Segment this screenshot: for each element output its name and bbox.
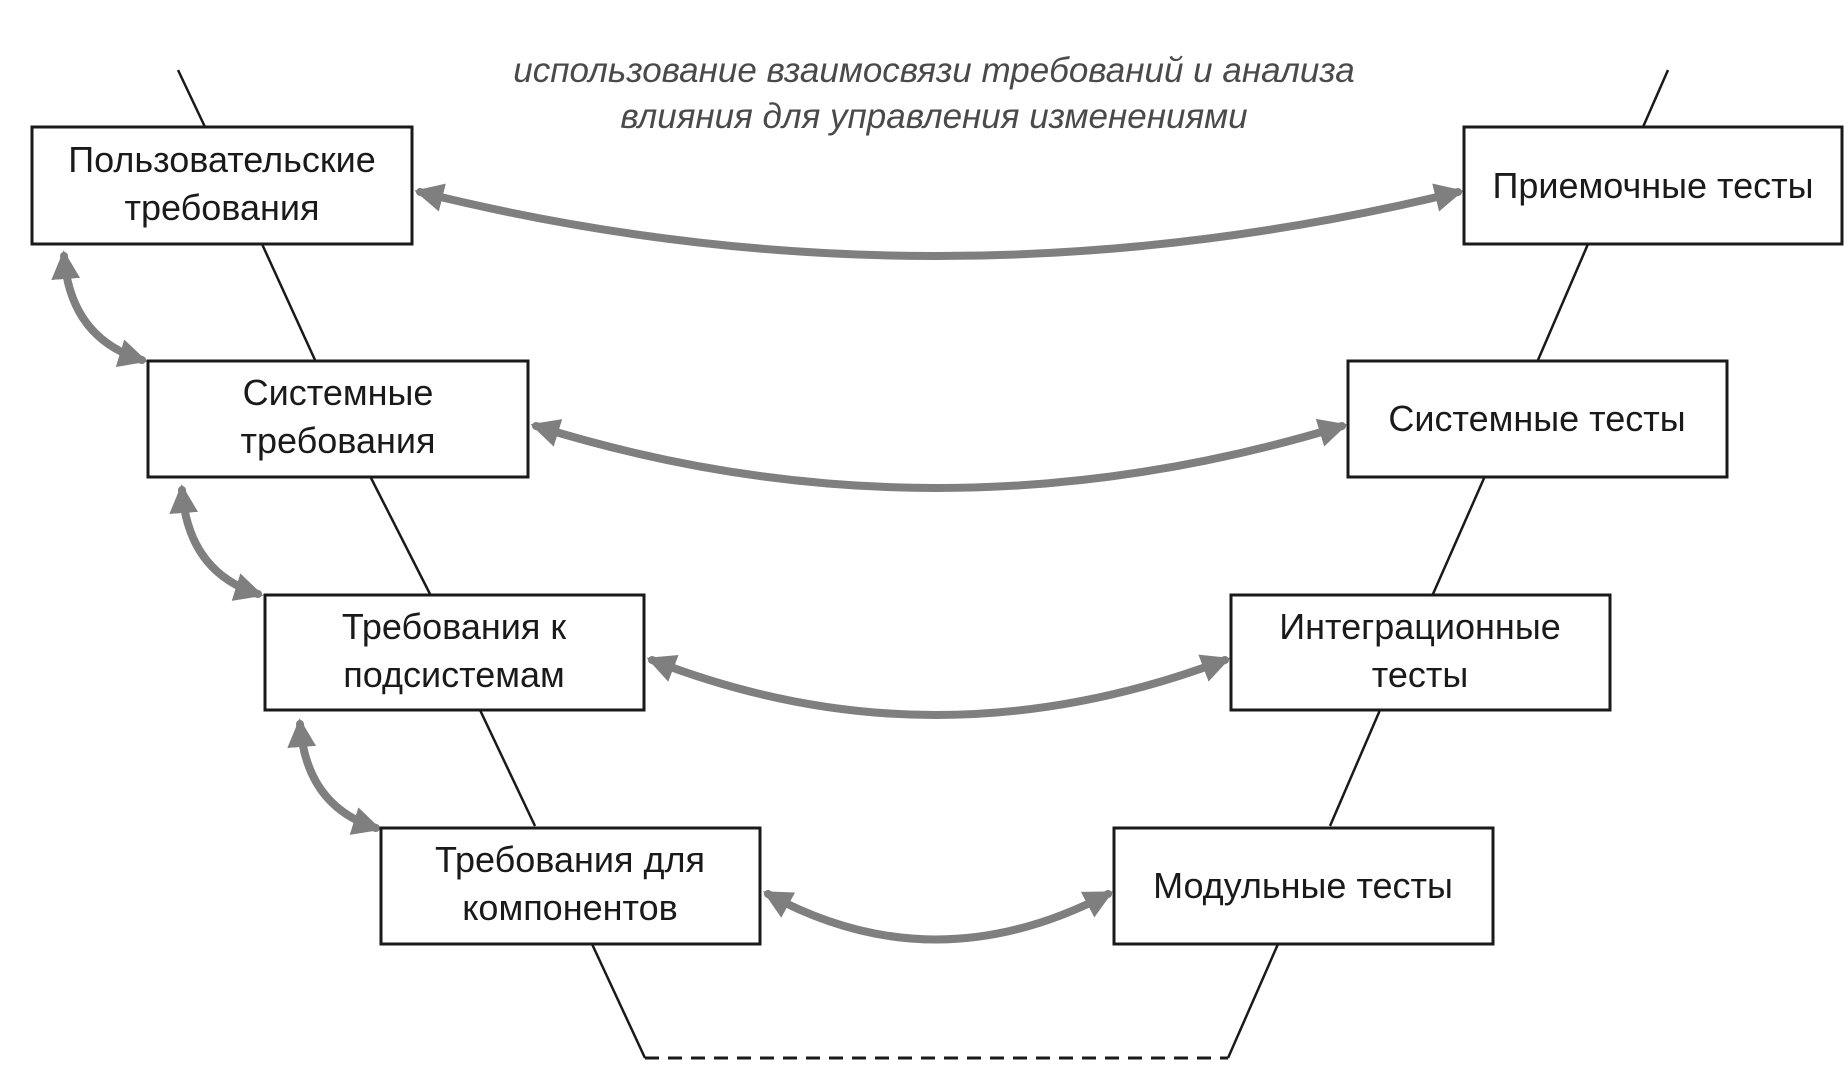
v-left-lines bbox=[176, 69, 647, 1059]
v-left-segment-2 bbox=[368, 475, 432, 595]
box-integration-tests: Интеграционные тесты bbox=[1229, 593, 1612, 712]
box-integration-tests-line1: Интеграционные bbox=[1279, 606, 1560, 647]
box-system-tests: Системные тесты bbox=[1346, 359, 1729, 479]
caption-line2: влияния для управления изменениями bbox=[620, 97, 1247, 136]
box-component-requirements-line1: Требования для bbox=[435, 839, 705, 880]
v-left-segment-top bbox=[176, 69, 207, 128]
level-arrow-subsystem-component bbox=[287, 718, 382, 835]
box-unit-tests-line1: Модульные тесты bbox=[1153, 865, 1453, 906]
level-arrows bbox=[51, 250, 382, 835]
box-system-requirements-line2: требования bbox=[241, 420, 436, 461]
trace-arrow-system-system bbox=[530, 418, 1348, 492]
v-right-segment-3 bbox=[1328, 709, 1382, 827]
box-unit-tests: Модульные тесты bbox=[1112, 826, 1495, 946]
box-user-requirements-line1: Пользовательские bbox=[68, 139, 376, 180]
box-acceptance-tests: Приемочные тесты bbox=[1462, 125, 1844, 246]
box-system-requirements: Системные требования bbox=[146, 359, 530, 479]
v-right-segment-bottom bbox=[1226, 943, 1280, 1059]
caption: использование взаимосвязи требований и а… bbox=[513, 51, 1354, 136]
box-component-requirements-line2: компонентов bbox=[462, 887, 677, 928]
box-subsystem-requirements-line2: подсистемам bbox=[343, 654, 564, 695]
v-left-segment-3 bbox=[478, 709, 537, 827]
box-subsystem-requirements-line1: Требования к bbox=[342, 606, 566, 647]
v-right-segment-top bbox=[1641, 69, 1670, 128]
v-left-segment-1 bbox=[260, 243, 317, 361]
v-right-segment-1 bbox=[1536, 243, 1590, 361]
level-arrow-user-system bbox=[51, 250, 148, 368]
trace-arrow-subsystem-integration bbox=[646, 654, 1231, 719]
v-right-lines bbox=[1226, 69, 1670, 1059]
box-system-tests-line1: Системные тесты bbox=[1388, 398, 1685, 439]
box-acceptance-tests-line1: Приемочные тесты bbox=[1492, 165, 1813, 206]
box-user-requirements-line2: требования bbox=[125, 187, 320, 228]
box-subsystem-requirements: Требования к подсистемам bbox=[263, 593, 646, 712]
v-left-segment-bottom bbox=[590, 943, 647, 1059]
level-arrow-system-subsystem bbox=[169, 484, 264, 601]
trace-arrow-user-acceptance bbox=[414, 183, 1464, 260]
trace-arrows bbox=[414, 183, 1464, 944]
box-system-requirements-line1: Системные bbox=[243, 372, 434, 413]
box-integration-tests-line2: тесты bbox=[1372, 654, 1468, 695]
caption-line1: использование взаимосвязи требований и а… bbox=[513, 51, 1354, 90]
v-right-segment-2 bbox=[1431, 475, 1487, 595]
trace-arrow-component-unit bbox=[762, 890, 1114, 944]
box-user-requirements: Пользовательские требования bbox=[30, 125, 414, 246]
box-component-requirements: Требования для компонентов bbox=[379, 826, 762, 946]
